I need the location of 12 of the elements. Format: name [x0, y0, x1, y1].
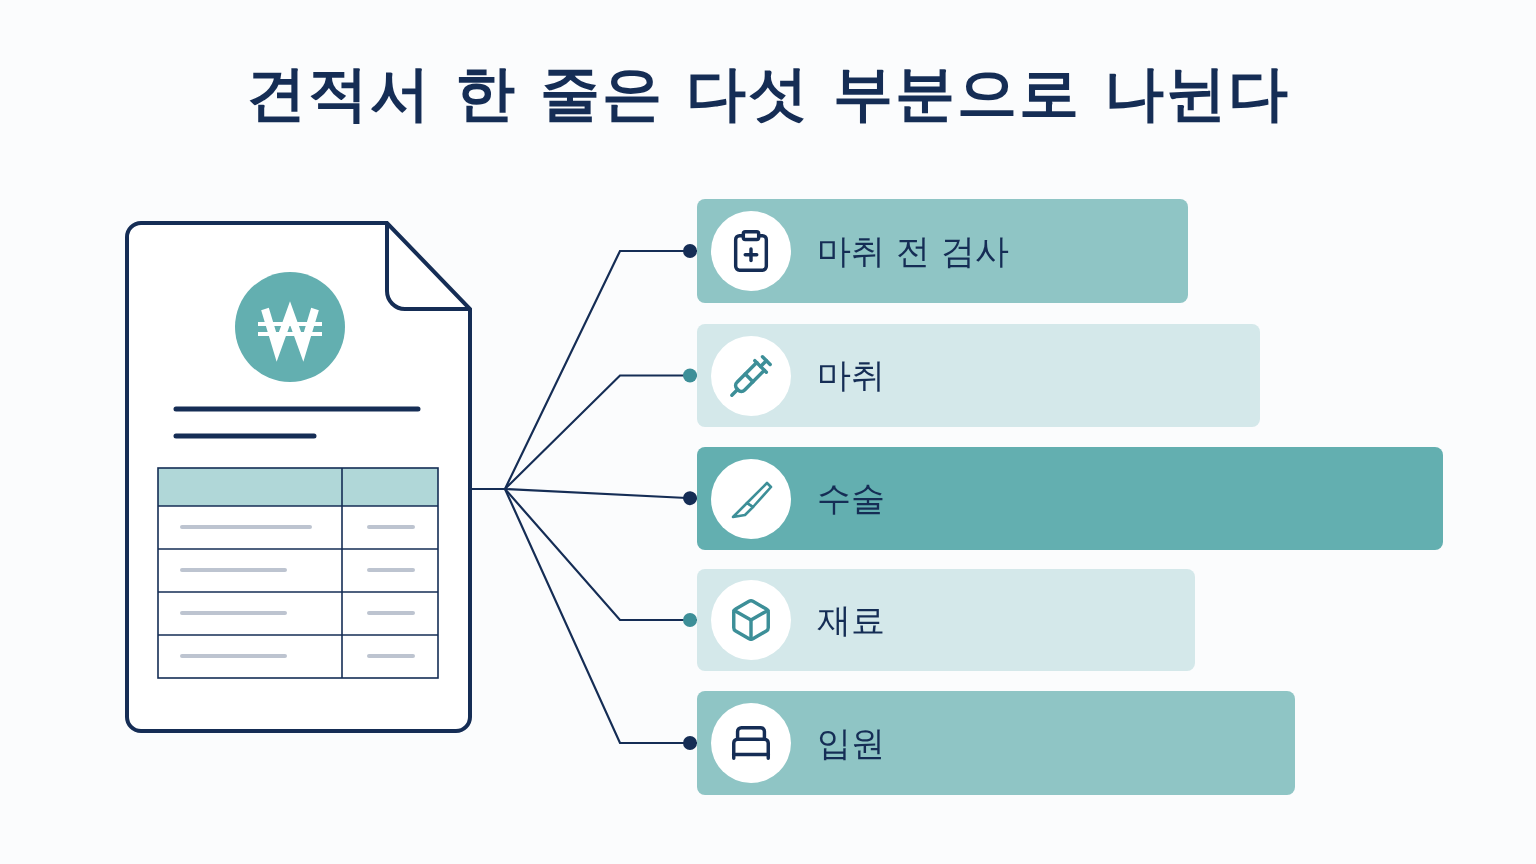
category-bar: [697, 199, 1188, 303]
title: 견적서 한 줄은 다섯 부분으로 나뉜다: [245, 57, 1291, 130]
category-label: 입원: [817, 721, 885, 765]
category-bar: [697, 324, 1260, 427]
category-label: 마취: [817, 354, 885, 397]
category-label: 수술: [817, 477, 885, 520]
category-bar: [697, 447, 1443, 550]
connector-line: [472, 487, 697, 750]
category-label: 마취 전 검사: [817, 229, 1009, 273]
category-label: 재료: [817, 598, 885, 642]
category-bar: [697, 691, 1295, 795]
category-bar: [697, 569, 1195, 671]
